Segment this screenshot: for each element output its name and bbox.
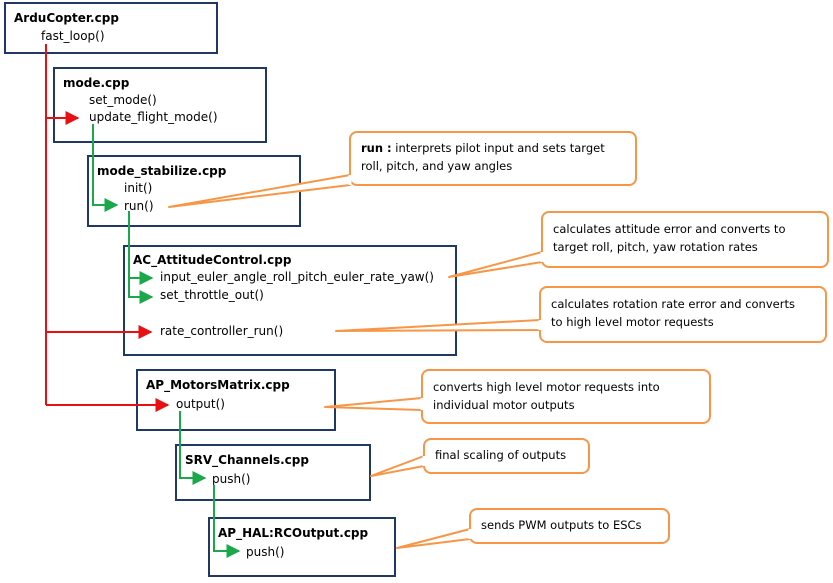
fn-run: run() — [124, 199, 154, 213]
note-run-line-2: roll, pitch, and yaw angles — [361, 159, 512, 173]
fn-srv-push: push() — [212, 472, 250, 486]
note-pwm: sends PWM outputs to ESCs — [396, 508, 670, 549]
green-call-arrows — [92, 124, 241, 558]
fn-update-flight-mode: update_flight_mode() — [89, 110, 218, 124]
note-motors-pointer — [324, 397, 423, 411]
green-arrow-to-set-throttle — [128, 211, 154, 304]
note-scaling-pointer — [370, 455, 425, 477]
box-mode: mode.cpp set_mode() update_flight_mode() — [53, 67, 267, 143]
red-call-arrows — [45, 44, 170, 412]
note-scaling: final scaling of outputs — [370, 438, 590, 477]
fn-set-mode: set_mode() — [89, 93, 157, 107]
note-run-rest: interprets pilot input and sets target — [392, 141, 606, 155]
fn-rate-controller-run: rate_controller_run() — [160, 324, 283, 338]
box-srv-channels-title: SRV_Channels.cpp — [185, 453, 309, 468]
note-pwm-pointer — [396, 528, 471, 549]
box-mode-stabilize-title: mode_stabilize.cpp — [97, 164, 227, 179]
note-rate-line-2: to high level motor requests — [551, 315, 714, 329]
note-motors-line-1: converts high level motor requests into — [433, 380, 660, 394]
box-motors-matrix: AP_MotorsMatrix.cpp output() — [136, 369, 336, 431]
note-rate: calculates rotation rate error and conve… — [335, 286, 827, 343]
note-run: run : interprets pilot input and sets ta… — [168, 131, 637, 208]
note-rate-line-1: calculates rotation rate error and conve… — [551, 297, 795, 311]
note-scaling-line-1: final scaling of outputs — [435, 448, 566, 462]
green-arrow-to-srv-push — [179, 411, 207, 485]
note-pwm-line-1: sends PWM outputs to ESCs — [481, 518, 642, 532]
green-arrow-to-rcoutput-push — [213, 485, 241, 558]
note-attitude-line-2: target roll, pitch, yaw rotation rates — [553, 240, 758, 254]
note-run-line-1: run : interprets pilot input and sets ta… — [361, 141, 605, 155]
box-attitude-control: AC_AttitudeControl.cpp input_euler_angle… — [123, 245, 457, 356]
fn-rcoutput-push: push() — [246, 545, 284, 559]
fn-output: output() — [176, 397, 225, 411]
box-attitude-control-title: AC_AttitudeControl.cpp — [133, 253, 292, 268]
box-arducopter-title: ArduCopter.cpp — [14, 11, 119, 25]
box-mode-title: mode.cpp — [63, 76, 130, 90]
note-motors: converts high level motor requests into … — [324, 369, 711, 424]
box-motors-matrix-title: AP_MotorsMatrix.cpp — [146, 378, 290, 393]
note-attitude-pointer — [448, 251, 543, 278]
note-attitude: calculates attitude error and converts t… — [448, 211, 829, 278]
note-motors-line-2: individual motor outputs — [433, 398, 575, 412]
box-rcoutput-title: AP_HAL:RCOutput.cpp — [218, 526, 369, 541]
note-attitude-line-1: calculates attitude error and converts t… — [553, 222, 785, 236]
fn-fast-loop: fast_loop() — [41, 29, 105, 43]
fn-set-throttle-out: set_throttle_out() — [160, 288, 264, 302]
green-arrow-to-run — [92, 124, 119, 212]
box-arducopter: ArduCopter.cpp fast_loop() — [4, 2, 218, 54]
box-rcoutput: AP_HAL:RCOutput.cpp push() — [208, 517, 396, 577]
fn-init: init() — [124, 181, 152, 195]
fn-input-euler-angle: input_euler_angle_roll_pitch_euler_rate_… — [160, 270, 434, 284]
note-run-keyword: run : — [361, 141, 392, 155]
box-srv-channels: SRV_Channels.cpp push() — [175, 444, 371, 501]
